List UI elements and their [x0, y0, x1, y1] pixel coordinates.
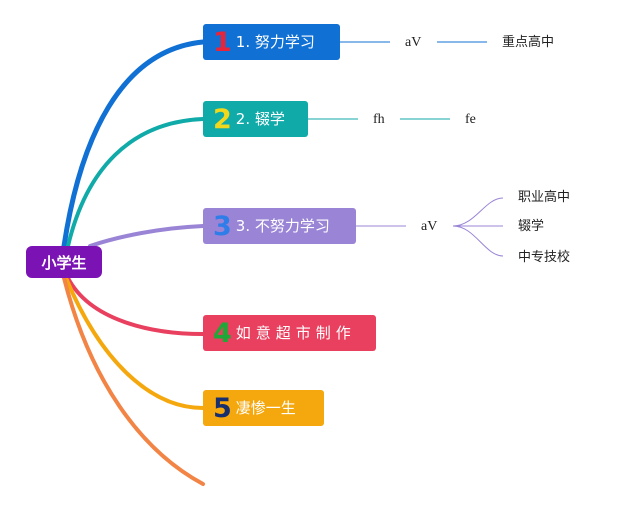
- root-node[interactable]: 小学生: [26, 246, 102, 278]
- connector-root-to-branch-5: [64, 276, 205, 410]
- branch-4-label: 如意超市制作: [235, 323, 356, 342]
- b3-grandchild-node-3[interactable]: 中专技校: [518, 250, 571, 265]
- b2-grandchild-node[interactable]: fe: [465, 112, 476, 127]
- connector-root-to-extra-branch: [62, 276, 205, 486]
- branch-node-2[interactable]: 2 2. 辍学: [203, 101, 308, 137]
- connector-b3-grandchild-3: [452, 225, 504, 257]
- branch-1-number: 1: [213, 26, 232, 58]
- branch-3-number: 3: [213, 210, 232, 242]
- branch-4-number: 4: [213, 317, 232, 349]
- b1-grandchild-node[interactable]: 重点高中: [502, 35, 555, 50]
- branch-node-3[interactable]: 3 3. 不努力学习: [203, 208, 356, 244]
- b3-grandchild-node-2[interactable]: 辍学: [518, 219, 545, 234]
- root-label: 小学生: [41, 253, 87, 272]
- connector-root-to-branch-1: [61, 39, 206, 249]
- branch-node-1[interactable]: 1 1. 努力学习: [203, 24, 340, 60]
- connector-b3-grandchild-1: [452, 197, 504, 227]
- connector-root-to-branch-4: [66, 276, 205, 336]
- branch-node-4[interactable]: 4 如意超市制作: [203, 315, 376, 351]
- branch-node-5[interactable]: 5 凄惨一生: [203, 390, 324, 426]
- branch-2-label: 2. 辍学: [235, 109, 285, 128]
- connector-root-to-branch-2: [66, 117, 205, 248]
- branch-1-label: 1. 努力学习: [235, 32, 315, 51]
- connector-root-to-branch-3: [88, 224, 205, 248]
- b3-grandchild-node-1[interactable]: 职业高中: [518, 190, 571, 205]
- b3-child-node[interactable]: aV: [421, 219, 438, 234]
- branch-5-number: 5: [213, 392, 232, 424]
- branch-2-number: 2: [213, 103, 232, 135]
- b2-child-node[interactable]: fh: [373, 112, 385, 127]
- branch-5-label: 凄惨一生: [235, 398, 296, 417]
- branch-3-label: 3. 不努力学习: [235, 216, 330, 235]
- b1-child-node[interactable]: aV: [405, 35, 422, 50]
